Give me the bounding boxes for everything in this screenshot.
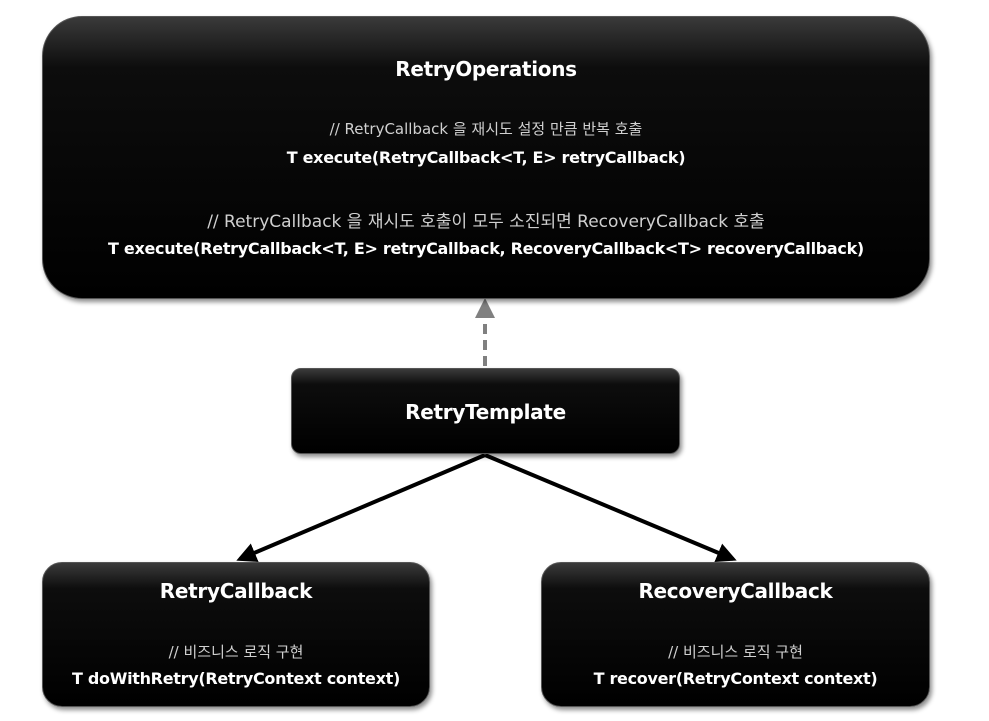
retry-operations-comment-1: // RetryCallback 을 재시도 설정 만큼 반복 호출	[329, 120, 643, 138]
retry-template-title: RetryTemplate	[405, 400, 566, 424]
uses-recovery-callback-arrow	[484, 453, 737, 563]
retry-operations-title: RetryOperations	[395, 57, 577, 81]
retry-callback-box: RetryCallback // 비즈니스 로직 구현 T doWithRetr…	[42, 562, 430, 707]
retry-operations-signature-1: T execute(RetryCallback<T, E> retryCallb…	[286, 148, 686, 167]
retry-template-box: RetryTemplate	[291, 368, 680, 454]
recovery-callback-box: RecoveryCallback // 비즈니스 로직 구현 T recover…	[541, 562, 930, 707]
uses-retry-callback-arrow	[236, 453, 486, 562]
retry-callback-title: RetryCallback	[159, 579, 313, 603]
retry-callback-signature: T doWithRetry(RetryContext context)	[71, 669, 400, 688]
retry-operations-signature-2: T execute(RetryCallback<T, E> retryCallb…	[108, 239, 864, 258]
recovery-callback-comment: // 비즈니스 로직 구현	[668, 643, 803, 661]
recovery-callback-title: RecoveryCallback	[638, 579, 833, 603]
retry-operations-box: RetryOperations // RetryCallback 을 재시도 설…	[42, 16, 930, 299]
retry-operations-comment-2: // RetryCallback 을 재시도 호출이 모두 소진되면 Recov…	[207, 212, 765, 232]
retry-callback-comment: // 비즈니스 로직 구현	[168, 643, 304, 661]
recovery-callback-signature: T recover(RetryContext context)	[593, 669, 878, 688]
